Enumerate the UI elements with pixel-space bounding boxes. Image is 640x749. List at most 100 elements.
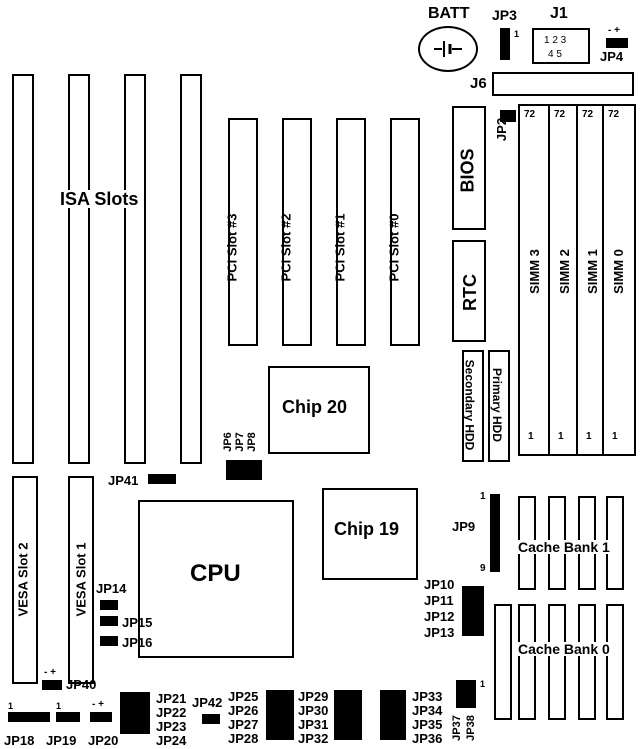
cpu-socket xyxy=(138,500,294,658)
jp20-sign: - + xyxy=(92,699,104,710)
jp4-jumper xyxy=(606,38,628,48)
jp20-jumper xyxy=(90,712,112,722)
jp16-jumper xyxy=(100,636,118,646)
jp23-label: JP23 xyxy=(156,719,187,734)
pci-slot-0 xyxy=(390,118,420,346)
isa-slot-2 xyxy=(68,74,90,464)
simm-0-pin1: 1 xyxy=(612,431,618,442)
jp14-jumper xyxy=(100,600,118,610)
jp40-sign: - + xyxy=(44,667,56,678)
rtc-label: RTC xyxy=(460,274,480,311)
chip-20 xyxy=(268,366,370,454)
jp3-label: JP3 xyxy=(492,7,517,23)
jp32-label: JP32 xyxy=(298,731,329,746)
jp37-38-jumper xyxy=(456,680,476,708)
jp29-32-jumper xyxy=(334,690,362,740)
primary-hdd-connector xyxy=(488,350,510,462)
jp15-jumper xyxy=(100,616,118,626)
jp21-24-jumper xyxy=(120,692,150,734)
simm-3-label: SIMM 3 xyxy=(526,249,542,294)
chip-19 xyxy=(322,488,418,580)
jp4-label: JP4 xyxy=(600,49,624,64)
j6-connector xyxy=(492,72,634,96)
pci-slot-2 xyxy=(282,118,312,346)
bios-label: BIOS xyxy=(457,148,478,193)
cache-bank-0-chip-4 xyxy=(606,604,624,720)
jp9-label: JP9 xyxy=(452,519,476,534)
jp37-38-pin1: 1 xyxy=(480,679,486,689)
jp3-pin1: 1 xyxy=(514,29,520,39)
jp11-label: JP11 xyxy=(424,593,454,608)
isa-slot-3 xyxy=(124,74,146,464)
chip-20-label: Chip 20 xyxy=(282,397,348,417)
jp21-label: JP21 xyxy=(156,691,187,706)
pci-slot-1-label: PCI Slot #1 xyxy=(332,213,348,282)
jp18-label: JP18 xyxy=(4,733,35,748)
jp2-jumper xyxy=(500,110,516,122)
simm-0-label: SIMM 0 xyxy=(610,249,626,294)
simm-2-pin72: 72 xyxy=(554,109,566,120)
jp15-label: JP15 xyxy=(122,615,153,630)
cache-bank-0-chip-1 xyxy=(518,604,536,720)
jp34-label: JP34 xyxy=(412,703,443,718)
jp40-jumper xyxy=(42,680,62,690)
jp13-label: JP13 xyxy=(424,625,455,640)
jp33-36-jumper xyxy=(380,690,406,740)
simm-2-label: SIMM 2 xyxy=(556,249,572,294)
secondary-hdd-label: Secondary HDD xyxy=(462,359,477,451)
secondary-hdd-connector xyxy=(462,350,484,462)
j1-pins-bottom: 4 5 xyxy=(548,49,562,60)
jp26-label: JP26 xyxy=(228,703,259,718)
pci-slot-2-label: PCI Slot #2 xyxy=(278,213,294,282)
jp24-label: JP24 xyxy=(156,733,187,748)
pci-slot-1 xyxy=(336,118,366,346)
simm-3-pin1: 1 xyxy=(528,431,534,442)
isa-slot-1 xyxy=(12,74,34,464)
jp12-label: JP12 xyxy=(424,609,455,624)
jp28-label: JP28 xyxy=(228,731,259,746)
rtc-chip xyxy=(452,240,486,342)
jp9-jumper xyxy=(490,494,500,572)
jp19-pin1: 1 xyxy=(56,701,62,711)
jp4-sign: - + xyxy=(608,25,620,36)
cache-bank-0-chip-2 xyxy=(548,604,566,720)
simm-0-socket xyxy=(602,104,636,456)
pci-slot-3 xyxy=(228,118,258,346)
pci-slot-3-label: PCI Slot #3 xyxy=(224,213,240,282)
vesa-slot-2-label: VESA Slot 2 xyxy=(15,542,31,617)
jp6-label: JP6 xyxy=(221,432,234,452)
jp9-pin1: 1 xyxy=(480,491,486,502)
jp25-label: JP25 xyxy=(228,689,259,704)
jp18-pin1: 1 xyxy=(8,701,14,711)
cache-bank-0-label: Cache Bank 0 xyxy=(516,641,612,657)
jp25-28-jumper xyxy=(266,690,294,740)
jp22-label: JP22 xyxy=(156,705,187,720)
jp24-pin1: 1 xyxy=(144,719,150,729)
jp9-pin9: 9 xyxy=(480,563,486,574)
jp30-label: JP30 xyxy=(298,703,329,718)
jp6-8-jumper xyxy=(226,460,262,480)
isa-slots-label: ISA Slots xyxy=(58,189,141,209)
cache-bank-1-label: Cache Bank 1 xyxy=(516,539,612,555)
jp37-label: JP37 xyxy=(450,715,463,741)
jp42-label: JP42 xyxy=(192,695,223,710)
j1-pins-top: 1 2 3 xyxy=(544,35,567,46)
jp19-jumper xyxy=(56,712,80,722)
jp14-label: JP14 xyxy=(96,581,127,596)
jp18-jumper xyxy=(8,712,50,722)
jp20-label: JP20 xyxy=(88,733,119,748)
bios-chip xyxy=(452,106,486,230)
battery xyxy=(418,26,478,72)
simm-2-pin1: 1 xyxy=(558,431,564,442)
jp27-label: JP27 xyxy=(228,717,259,732)
simm-1-label: SIMM 1 xyxy=(584,249,600,294)
simm-3-pin72: 72 xyxy=(524,109,536,120)
jp41-label: JP41 xyxy=(108,473,139,488)
jp8-label: JP8 xyxy=(245,432,258,452)
jp41-jumper xyxy=(148,474,176,484)
batt-label: BATT xyxy=(428,5,470,22)
cache-bank-0-chip-3 xyxy=(578,604,596,720)
j1-connector: 1 2 3 4 5 xyxy=(532,28,590,64)
jp16-label: JP16 xyxy=(122,635,153,650)
